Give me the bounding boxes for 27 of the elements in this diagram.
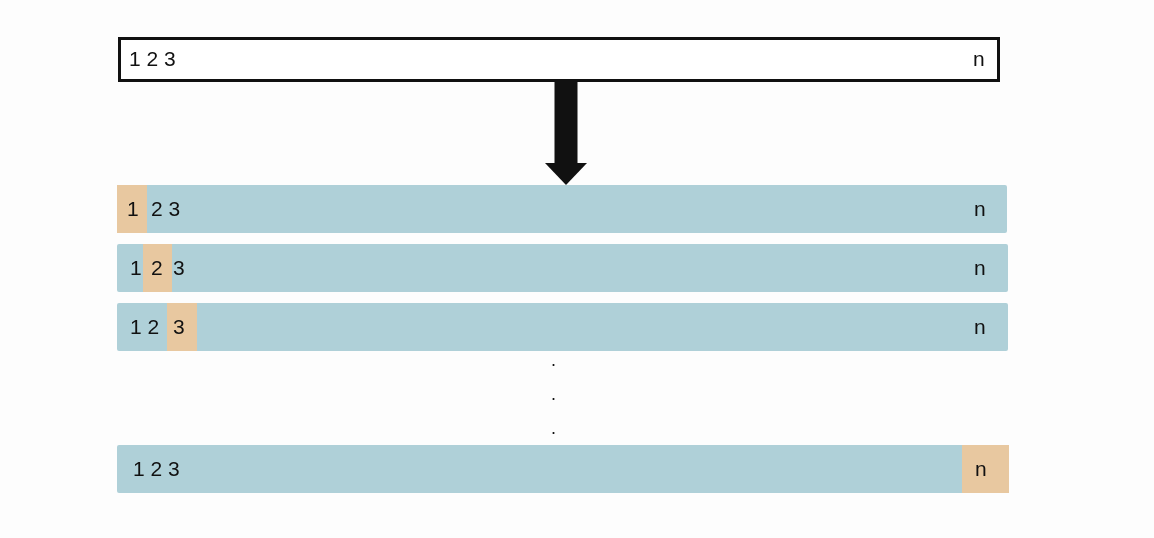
ellipsis-dot: . [551, 417, 556, 440]
sequence-item-text: 1 2 3 [129, 47, 176, 71]
sequence-item-text: n [974, 197, 986, 221]
sequence-bar [117, 303, 1008, 351]
sequence-item-text: 3 [173, 256, 185, 280]
sequence-box [118, 37, 1000, 82]
sequence-bar [117, 244, 1008, 292]
sequence-item-text: 1 [130, 256, 142, 280]
sequence-item-text: n [974, 315, 986, 339]
sequence-item-text: 1 [127, 197, 139, 221]
sequence-item-text: 2 [151, 256, 163, 280]
sequence-item-text: 2 3 [151, 197, 181, 221]
ellipsis-dot: . [551, 383, 556, 406]
highlighted-cell [962, 445, 1009, 493]
sequence-bar [117, 185, 1007, 233]
sequence-item-text: n [973, 47, 985, 71]
highlighted-cell [117, 185, 147, 233]
sequence-item-text: n [974, 256, 986, 280]
highlighted-cell [167, 303, 197, 351]
sequence-bar [117, 445, 1009, 493]
highlighted-cell [143, 244, 172, 292]
sequence-item-text: 1 2 3 [133, 457, 180, 481]
sequence-item-text: 3 [173, 315, 185, 339]
ellipsis-dot: . [551, 349, 556, 372]
arrow [545, 82, 587, 185]
sequence-item-text: 1 2 [130, 315, 160, 339]
sequence-item-text: n [975, 457, 987, 481]
